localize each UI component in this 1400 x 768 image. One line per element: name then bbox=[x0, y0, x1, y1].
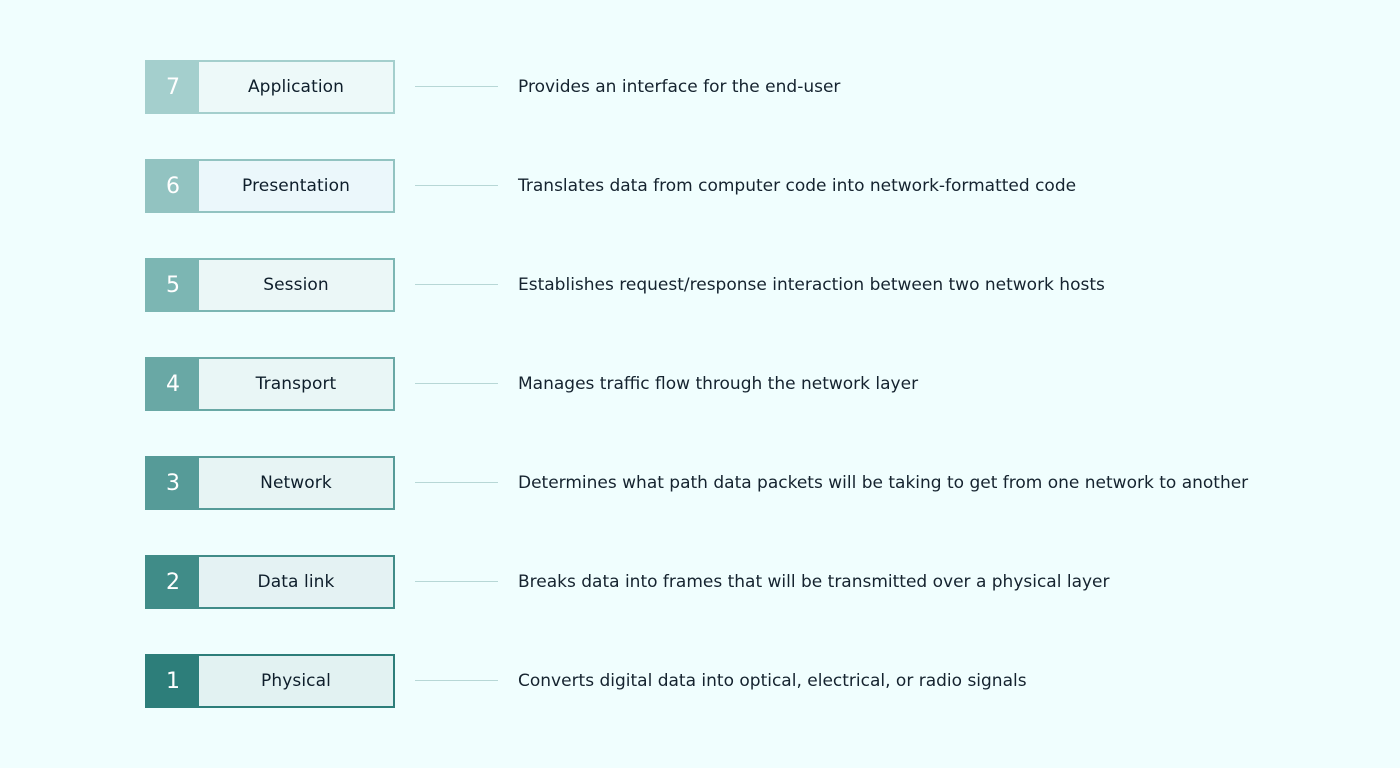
connector-line bbox=[415, 86, 498, 87]
layer-name: Data link bbox=[199, 557, 393, 607]
layer-box-network: 3 Network bbox=[145, 456, 395, 510]
layer-name: Session bbox=[199, 260, 393, 310]
layer-number: 3 bbox=[147, 458, 199, 508]
connector-line bbox=[415, 482, 498, 483]
layer-box-presentation: 6 Presentation bbox=[145, 159, 395, 213]
connector-line bbox=[415, 581, 498, 582]
layer-box-transport: 4 Transport bbox=[145, 357, 395, 411]
layer-number: 5 bbox=[147, 260, 199, 310]
layer-name: Application bbox=[199, 62, 393, 112]
layer-description: Converts digital data into optical, elec… bbox=[518, 671, 1027, 691]
layer-box-data-link: 2 Data link bbox=[145, 555, 395, 609]
layer-number: 7 bbox=[147, 62, 199, 112]
layer-row-session: 5 Session Establishes request/response i… bbox=[145, 258, 1265, 312]
layer-name: Physical bbox=[199, 656, 393, 706]
layer-row-data-link: 2 Data link Breaks data into frames that… bbox=[145, 555, 1265, 609]
layer-description: Manages traffic flow through the network… bbox=[518, 374, 919, 394]
layer-name: Presentation bbox=[199, 161, 393, 211]
layer-number: 2 bbox=[147, 557, 199, 607]
layer-row-transport: 4 Transport Manages traffic flow through… bbox=[145, 357, 1265, 411]
layer-number: 4 bbox=[147, 359, 199, 409]
layer-number: 1 bbox=[147, 656, 199, 706]
layer-row-physical: 1 Physical Converts digital data into op… bbox=[145, 654, 1265, 708]
connector-line bbox=[415, 185, 498, 186]
layer-box-physical: 1 Physical bbox=[145, 654, 395, 708]
layer-row-presentation: 6 Presentation Translates data from comp… bbox=[145, 159, 1265, 213]
layer-name: Transport bbox=[199, 359, 393, 409]
layer-description: Establishes request/response interaction… bbox=[518, 275, 1105, 295]
layer-description: Translates data from computer code into … bbox=[518, 176, 1077, 196]
connector-line bbox=[415, 680, 498, 681]
layer-name: Network bbox=[199, 458, 393, 508]
layer-box-session: 5 Session bbox=[145, 258, 395, 312]
layer-description: Provides an interface for the end-user bbox=[518, 77, 841, 97]
connector-line bbox=[415, 284, 498, 285]
layer-description: Breaks data into frames that will be tra… bbox=[518, 572, 1110, 592]
layer-row-application: 7 Application Provides an interface for … bbox=[145, 60, 1265, 114]
layer-number: 6 bbox=[147, 161, 199, 211]
layer-description: Determines what path data packets will b… bbox=[518, 473, 1249, 493]
layer-box-application: 7 Application bbox=[145, 60, 395, 114]
layer-row-network: 3 Network Determines what path data pack… bbox=[145, 456, 1265, 510]
connector-line bbox=[415, 383, 498, 384]
